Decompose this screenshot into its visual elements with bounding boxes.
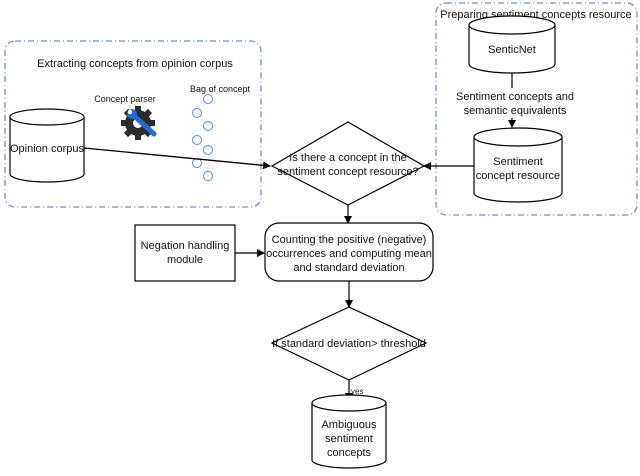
prepare-group: [435, 2, 638, 216]
negation-label-2: module: [167, 254, 203, 266]
decision-threshold: If standard deviation> threshold: [270, 306, 428, 381]
extract-group-title: Extracting concepts from opinion corpus: [37, 58, 233, 70]
sentiment-resource-label-1: Sentiment: [493, 156, 543, 168]
ambiguous-label-3: concepts: [327, 447, 372, 459]
decision1-label-1: Is there a concept in the: [289, 152, 406, 164]
sentiment-resource-cylinder: Sentiment concept resource: [473, 127, 563, 203]
senticnet-label: SenticNet: [488, 44, 536, 56]
decision2-label: If standard deviation> threshold: [272, 338, 426, 350]
negation-label-1: Negation handling: [141, 240, 230, 252]
arrow-corpus-to-decision: [83, 147, 271, 170]
ambiguous-label-1: Ambiguous: [321, 419, 377, 431]
concept-parser-label: Concept parser: [94, 94, 156, 104]
ambiguous-label-2: sentiment: [325, 433, 373, 445]
sentiment-resource-label-2: concept resource: [476, 170, 560, 182]
negation-handling-box: Negation handling module: [134, 224, 236, 282]
sentiment-concepts-label-1: Sentiment concepts and: [456, 91, 574, 103]
opinion-corpus-cylinder: Opinion corpus: [9, 108, 85, 183]
decision1-label-2: sentiment concept resource?: [277, 166, 418, 178]
extract-group: [4, 40, 262, 208]
senticnet-cylinder: SenticNet: [468, 15, 556, 74]
gear-wrench-icon: [121, 106, 157, 140]
ambiguous-concepts-cylinder: Ambiguous sentiment concepts: [311, 394, 387, 469]
counting-label-2: occurrences and computing mean: [266, 248, 432, 260]
bag-of-concept-label: Bag of concept: [190, 84, 251, 94]
decision-concept-in-resource: Is there a concept in the sentiment conc…: [270, 121, 426, 206]
sentiment-concepts-label-2: semantic equivalents: [464, 105, 567, 117]
counting-box: Counting the positive (negative) occurre…: [264, 222, 434, 282]
yes-label: yes: [351, 387, 363, 396]
counting-label-1: Counting the positive (negative): [272, 234, 427, 246]
bubble-icon: [192, 94, 213, 181]
counting-label-3: and standard deviation: [293, 262, 404, 274]
opinion-corpus-label: Opinion corpus: [10, 143, 84, 155]
